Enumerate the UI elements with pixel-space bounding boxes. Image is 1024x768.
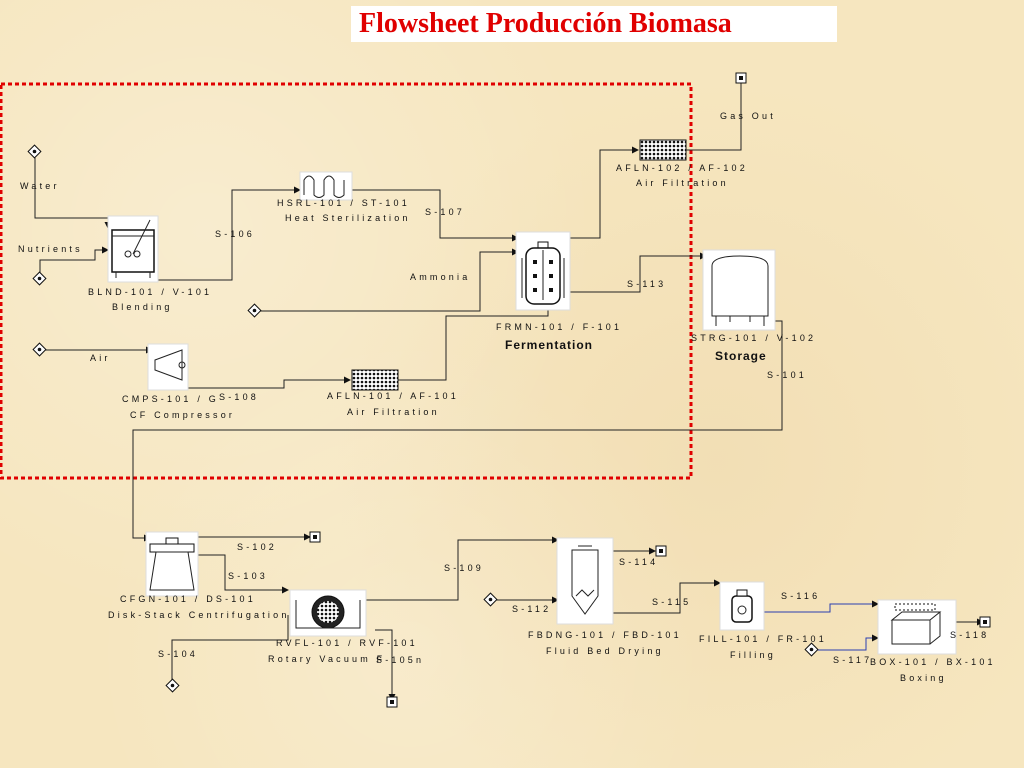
stream-label-s114: S-114 [619, 557, 658, 567]
source-port-icon [27, 144, 42, 159]
sink-port-icon [386, 696, 398, 708]
stream-lines [34, 82, 984, 701]
compressor-icon[interactable] [147, 343, 189, 391]
unit-tag-air-filter-2: AFLN-102 / AF-102 [616, 163, 748, 173]
sink-port-icon [979, 616, 991, 628]
unit-tag-blending: BLND-101 / V-101 [88, 287, 212, 297]
unit-tag-storage: STRG-101 / V-102 [691, 333, 816, 343]
fluid-bed-dryer-icon[interactable] [556, 537, 614, 625]
centrifuge-icon[interactable] [145, 531, 199, 597]
stream-label-s109: S-109 [444, 563, 484, 573]
unit-name-filling: Filling [730, 650, 776, 660]
source-port-icon [804, 642, 819, 657]
storage-tank-icon[interactable] [702, 249, 776, 331]
sink-port-icon [655, 545, 667, 557]
air-filter-icon[interactable] [351, 369, 399, 391]
stream-label-water: Water [20, 181, 60, 191]
unit-name-boxing: Boxing [900, 673, 947, 683]
stream-label-s113: S-113 [627, 279, 666, 289]
stream-label-gas-out: Gas Out [720, 111, 776, 121]
upstream-section-boundary [0, 82, 693, 480]
heat-exchanger-icon[interactable] [299, 171, 353, 201]
labels: Water Nutrients BLND-101 / V-101 Blendin… [18, 111, 996, 683]
unit-name-fermentation: Fermentation [505, 338, 593, 352]
unit-name-blending: Blending [112, 302, 173, 312]
unit-name-centrifuge: Disk-Stack Centrifugation [108, 610, 290, 620]
source-port-icon [165, 678, 180, 693]
unit-name-compressor: CF Compressor [130, 410, 235, 420]
unit-tag-compressor: CMPS-101 / G [122, 394, 219, 404]
unit-name-storage: Storage [715, 349, 767, 363]
stream-label-s103: S-103 [228, 571, 268, 581]
unit-name-sterilization: Heat Sterilization [285, 213, 411, 223]
source-port-icon [247, 303, 262, 318]
stream-label-s118: S-118 [950, 630, 989, 640]
unit-tag-air-filter-1: AFLN-101 / AF-101 [327, 391, 459, 401]
stream-label-s106: S-106 [215, 229, 255, 239]
stream-label-s101: S-101 [767, 370, 807, 380]
stream-label-s112: S-112 [512, 604, 551, 614]
unit-name-air-filter-1: Air Filtration [347, 407, 440, 417]
mixing-tank-icon[interactable] [107, 215, 159, 283]
stream-label-air: Air [90, 353, 111, 363]
unit-tag-filling: FILL-101 / FR-101 [699, 634, 827, 644]
unit-tag-centrifuge: CFGN-101 / DS-101 [120, 594, 256, 604]
unit-name-air-filter-2: Air Filtration [636, 178, 729, 188]
unit-tag-boxing: BOX-101 / BX-101 [870, 657, 996, 667]
stream-label-ammonia: Ammonia [410, 272, 470, 282]
source-port-icon [32, 271, 47, 286]
source-port-icon [32, 342, 47, 357]
unit-tag-vacuum-filter: RVFL-101 / RVF-101 [276, 638, 418, 648]
page-title: Flowsheet Producción Biomasa [351, 6, 837, 42]
sink-port-icon [735, 72, 747, 84]
air-filter-icon[interactable] [639, 139, 687, 161]
source-port-icon [483, 592, 498, 607]
stream-label-nutrients: Nutrients [18, 244, 83, 254]
stream-label-s102: S-102 [237, 542, 277, 552]
rotary-vacuum-filter-icon[interactable] [289, 589, 367, 637]
unit-tag-sterilization: HSRL-101 / ST-101 [277, 198, 410, 208]
fermenter-icon[interactable] [515, 231, 571, 311]
stream-label-s104: S-104 [158, 649, 198, 659]
unit-tag-fermentation: FRMN-101 / F-101 [496, 322, 622, 332]
stream-label-s116: S-116 [781, 591, 820, 601]
filling-icon[interactable] [719, 581, 765, 631]
stream-label-s108: S-108 [219, 392, 259, 402]
sink-port-icon [309, 531, 321, 543]
stream-label-s107: S-107 [425, 207, 465, 217]
boxing-icon[interactable] [877, 599, 957, 655]
stream-label-s115: S-115 [652, 597, 691, 607]
unit-tag-dryer: FBDNG-101 / FBD-101 [528, 630, 682, 640]
stream-label-s105: S-105n [376, 655, 424, 665]
stream-label-s117: S-117 [833, 655, 872, 665]
unit-name-vacuum-filter: Rotary Vacuum F [268, 654, 385, 664]
unit-name-dryer: Fluid Bed Drying [546, 646, 664, 656]
